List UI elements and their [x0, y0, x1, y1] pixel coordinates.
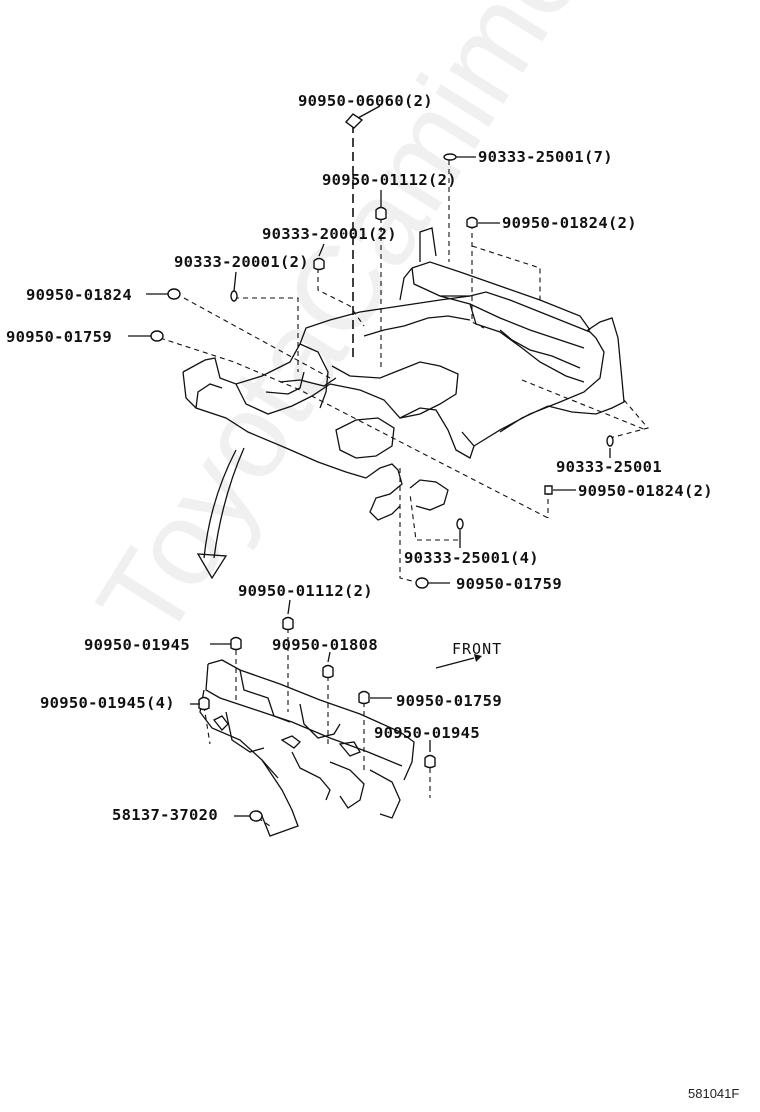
diagram-id: 581041F — [688, 1086, 740, 1101]
callout-90333-25001-x7[interactable]: 90333-25001(7) — [478, 148, 613, 166]
callout-90950-01824-x2-right[interactable]: 90950-01824(2) — [578, 482, 713, 500]
upper-floor-pan — [182, 227, 625, 521]
callout-90950-01759-center[interactable]: 90950-01759 — [456, 575, 562, 593]
callout-90950-01945-a[interactable]: 90950-01945 — [84, 636, 190, 654]
callout-90333-20001-b[interactable]: 90333-20001(2) — [174, 253, 309, 271]
callout-leaders — [128, 105, 611, 817]
lower-cross-member — [199, 659, 415, 837]
callout-90950-01945-b[interactable]: 90950-01945 — [374, 724, 480, 742]
front-label: FRONT — [452, 640, 503, 658]
callout-90950-01759-lower[interactable]: 90950-01759 — [396, 692, 502, 710]
callout-90950-01824-x2-top[interactable]: 90950-01824(2) — [502, 214, 637, 232]
callout-58137-37020[interactable]: 58137-37020 — [112, 806, 218, 824]
view-arrow — [196, 447, 245, 580]
lower-fasteners — [198, 616, 436, 822]
callout-90950-01112[interactable]: 90950-01112(2) — [322, 171, 457, 189]
callout-90333-20001-a[interactable]: 90333-20001(2) — [262, 225, 397, 243]
upper-leader-lines — [159, 124, 649, 583]
callout-90950-01759-left[interactable]: 90950-01759 — [6, 328, 112, 346]
callout-90950-06060[interactable]: 90950-06060(2) — [298, 92, 433, 110]
upper-fasteners — [150, 113, 614, 589]
callout-90950-01808[interactable]: 90950-01808 — [272, 636, 378, 654]
callout-90333-25001-x4[interactable]: 90333-25001(4) — [404, 549, 539, 567]
callout-90950-01945-x4[interactable]: 90950-01945(4) — [40, 694, 175, 712]
callout-90950-01112-lower[interactable]: 90950-01112(2) — [238, 582, 373, 600]
callout-90333-25001[interactable]: 90333-25001 — [556, 458, 662, 476]
callout-90950-01824[interactable]: 90950-01824 — [26, 286, 132, 304]
front-arrow — [435, 654, 482, 669]
